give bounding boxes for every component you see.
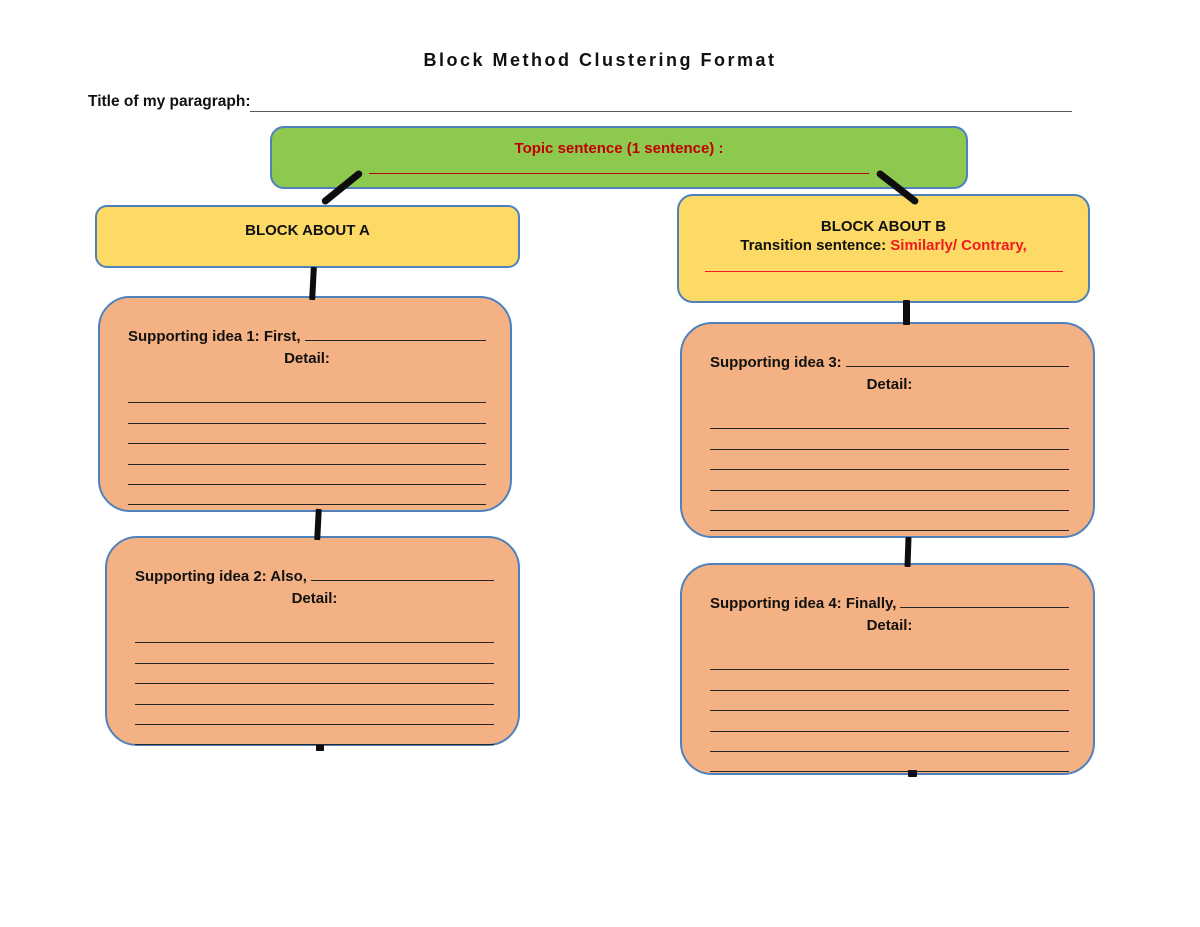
supporting-idea-1-heading: Supporting idea 1: First, [128, 324, 486, 347]
paragraph-title-write-line [250, 96, 1072, 112]
paragraph-title-label: Title of my paragraph: [88, 93, 251, 110]
write-lines [128, 383, 486, 506]
write-line [710, 691, 1069, 712]
write-line [710, 650, 1069, 671]
write-line [710, 511, 1069, 532]
supporting-idea-4-box: Supporting idea 4: Finally, Detail: [680, 563, 1095, 775]
supporting-idea-1-label: Supporting idea 1: First, [128, 328, 301, 345]
write-line [710, 409, 1069, 430]
write-line [710, 711, 1069, 732]
write-line [710, 491, 1069, 511]
block-a-box: BLOCK ABOUT A [95, 205, 520, 268]
supporting-idea-4-heading: Supporting idea 4: Finally, [710, 591, 1069, 614]
detail-label: Detail: [866, 617, 913, 634]
detail-label: Detail: [866, 376, 913, 393]
write-line [128, 465, 486, 485]
detail-label: Detail: [284, 350, 330, 367]
topic-sentence-box: Topic sentence (1 sentence) : [270, 126, 968, 189]
transition-sentence-row: Transition sentence: Similarly/ Contrary… [679, 237, 1088, 254]
transition-sentence-options: Similarly/ Contrary, [890, 237, 1027, 254]
block-a-title: BLOCK ABOUT A [245, 222, 370, 239]
supporting-idea-3-box: Supporting idea 3: Detail: [680, 322, 1095, 538]
write-line [135, 725, 494, 746]
write-line [135, 684, 494, 705]
supporting-idea-3-heading: Supporting idea 3: [710, 350, 1069, 373]
detail-label: Detail: [291, 590, 338, 607]
write-line [135, 705, 494, 725]
write-line [710, 429, 1069, 450]
write-line [128, 485, 486, 506]
supporting-idea-4-label: Supporting idea 4: Finally, [710, 595, 897, 612]
connector-block-b-to-idea-3 [903, 300, 910, 325]
write-line [710, 470, 1069, 491]
supporting-idea-2-label: Supporting idea 2: Also, [135, 568, 307, 585]
transition-write-line [704, 271, 1063, 272]
block-b-title: BLOCK ABOUT B [820, 218, 947, 235]
write-line [128, 424, 486, 445]
write-line [128, 403, 486, 424]
write-line [710, 732, 1069, 752]
write-line [135, 664, 494, 685]
connector-idea-3-to-idea-4 [904, 536, 912, 568]
write-line [710, 670, 1069, 691]
supporting-idea-2-heading: Supporting idea 2: Also, [135, 564, 494, 587]
write-line [710, 752, 1069, 773]
topic-sentence-label: Topic sentence (1 sentence) : [514, 140, 724, 157]
blank-fill-line [845, 350, 1069, 367]
write-line [128, 444, 486, 465]
page-title: Block Method Clustering Format [423, 50, 777, 70]
write-lines [710, 650, 1069, 773]
write-line [135, 643, 494, 664]
write-line [710, 450, 1069, 471]
block-b-box: BLOCK ABOUT B Transition sentence: Simil… [677, 194, 1090, 303]
supporting-idea-1-box: Supporting idea 1: First, Detail: [98, 296, 512, 512]
write-line [128, 383, 486, 404]
connector-stub-below-idea-2 [316, 745, 324, 751]
blank-fill-line [900, 591, 1069, 608]
supporting-idea-2-box: Supporting idea 2: Also, Detail: [105, 536, 520, 746]
supporting-idea-3-label: Supporting idea 3: [710, 354, 842, 371]
write-line [135, 623, 494, 644]
write-lines [135, 623, 494, 746]
blank-fill-line [304, 324, 486, 341]
transition-sentence-label: Transition sentence: [740, 237, 887, 254]
write-lines [710, 409, 1069, 532]
connector-stub-below-idea-4 [908, 770, 917, 777]
topic-sentence-write-line [369, 173, 869, 174]
blank-fill-line [310, 564, 494, 581]
